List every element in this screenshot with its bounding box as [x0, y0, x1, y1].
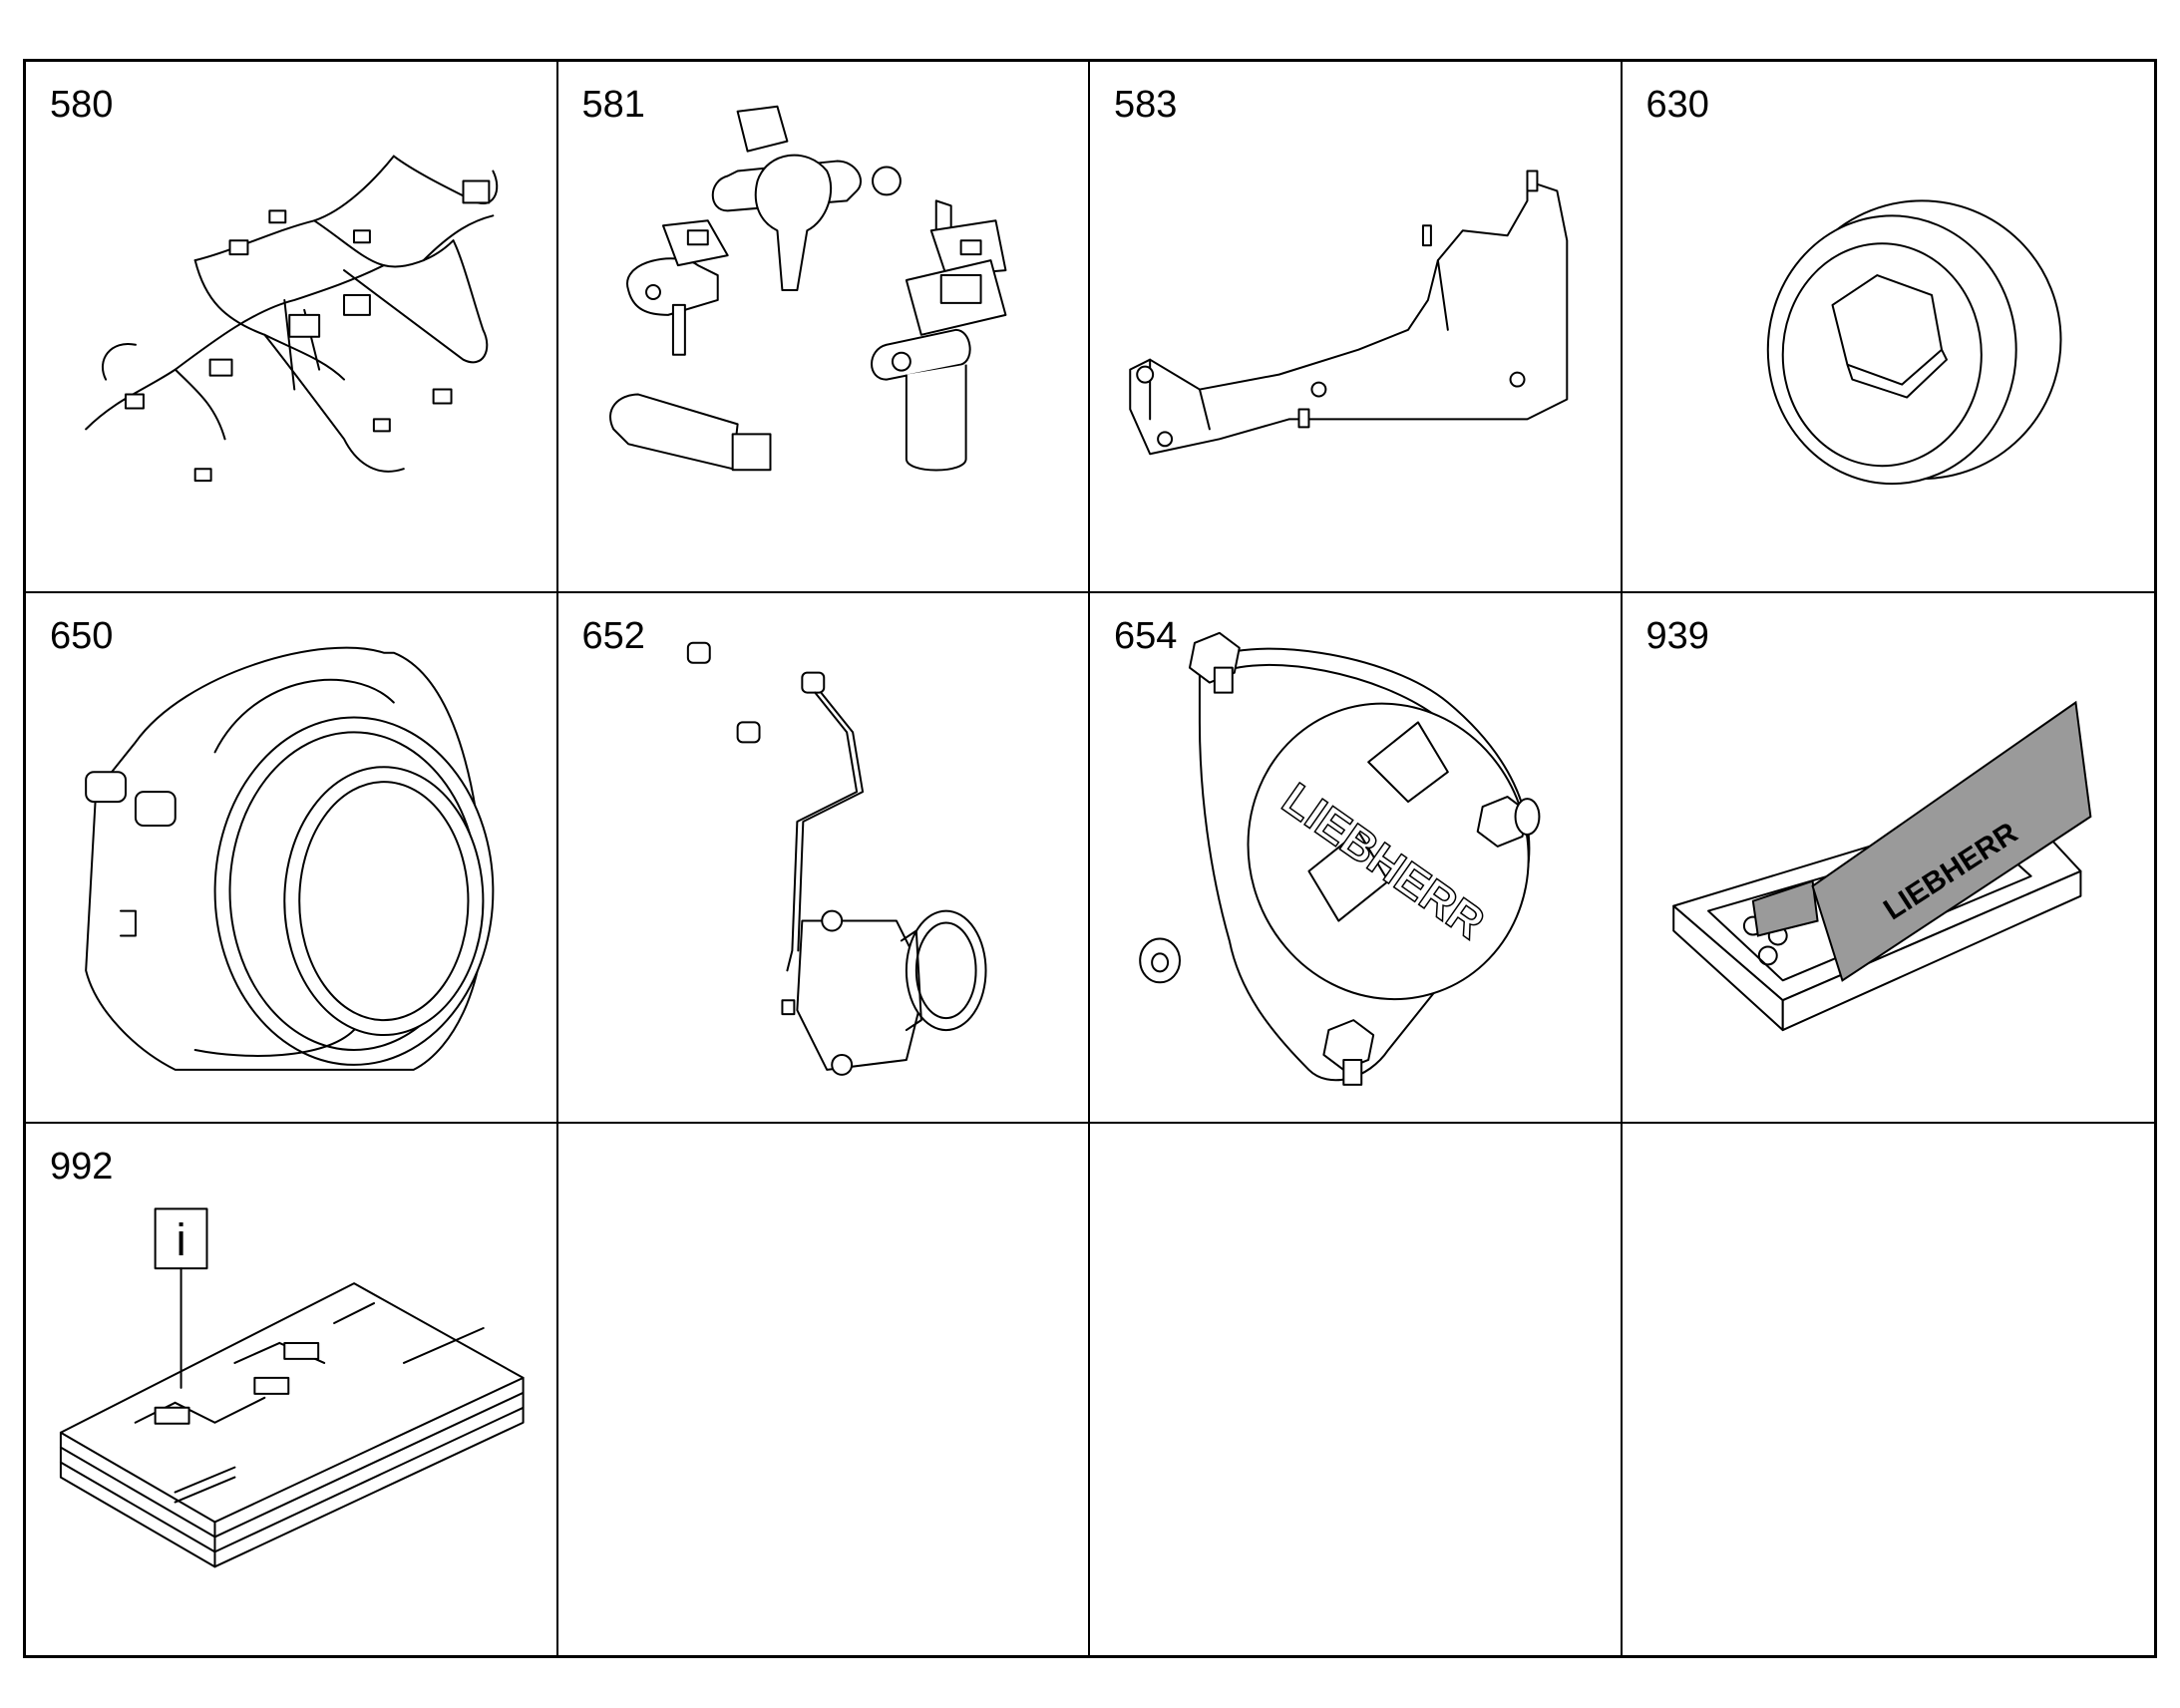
part-number: 581: [581, 84, 645, 126]
part-cell-580[interactable]: 580: [26, 62, 558, 593]
part-cell-583[interactable]: 583: [1090, 62, 1623, 593]
wiring-harness-icon: [26, 62, 556, 591]
flywheel-housing-icon: [26, 593, 556, 1123]
part-number: 939: [1645, 614, 1709, 657]
part-number: 654: [1114, 614, 1178, 657]
part-number: 650: [50, 614, 114, 657]
cover-plate-icon: LIEBHERR: [1090, 593, 1621, 1123]
part-cell-652[interactable]: 652: [557, 592, 1090, 1125]
part-cell-581[interactable]: 581: [557, 62, 1090, 593]
empty-cell: [1623, 1124, 2155, 1655]
part-number: 992: [50, 1146, 114, 1189]
part-cell-650[interactable]: 650: [26, 592, 558, 1125]
bracket-icon: [1090, 62, 1621, 591]
hex-plug-icon: [1623, 62, 2155, 591]
part-number: 580: [50, 84, 114, 126]
spare-parts-kit-icon: LIEBHERR: [1623, 593, 2155, 1123]
part-cell-630[interactable]: 630: [1622, 62, 2155, 593]
documentation-icon: i: [26, 1124, 556, 1655]
part-number: 583: [1114, 84, 1178, 126]
part-number: 630: [1645, 84, 1709, 126]
sensors-icon: [558, 62, 1089, 591]
parts-grid: 580 581: [23, 59, 2157, 1658]
pump-with-pipe-icon: [558, 593, 1089, 1123]
info-icon: i: [176, 1214, 185, 1266]
part-cell-654[interactable]: 654 LIEBHERR: [1090, 592, 1623, 1125]
part-cell-939[interactable]: 939 LIEBHERR: [1622, 593, 2155, 1125]
empty-cell: [558, 1124, 1090, 1655]
part-number: 652: [581, 614, 645, 657]
part-cell-992[interactable]: 992 i: [26, 1124, 558, 1655]
empty-cell: [1090, 1124, 1623, 1655]
